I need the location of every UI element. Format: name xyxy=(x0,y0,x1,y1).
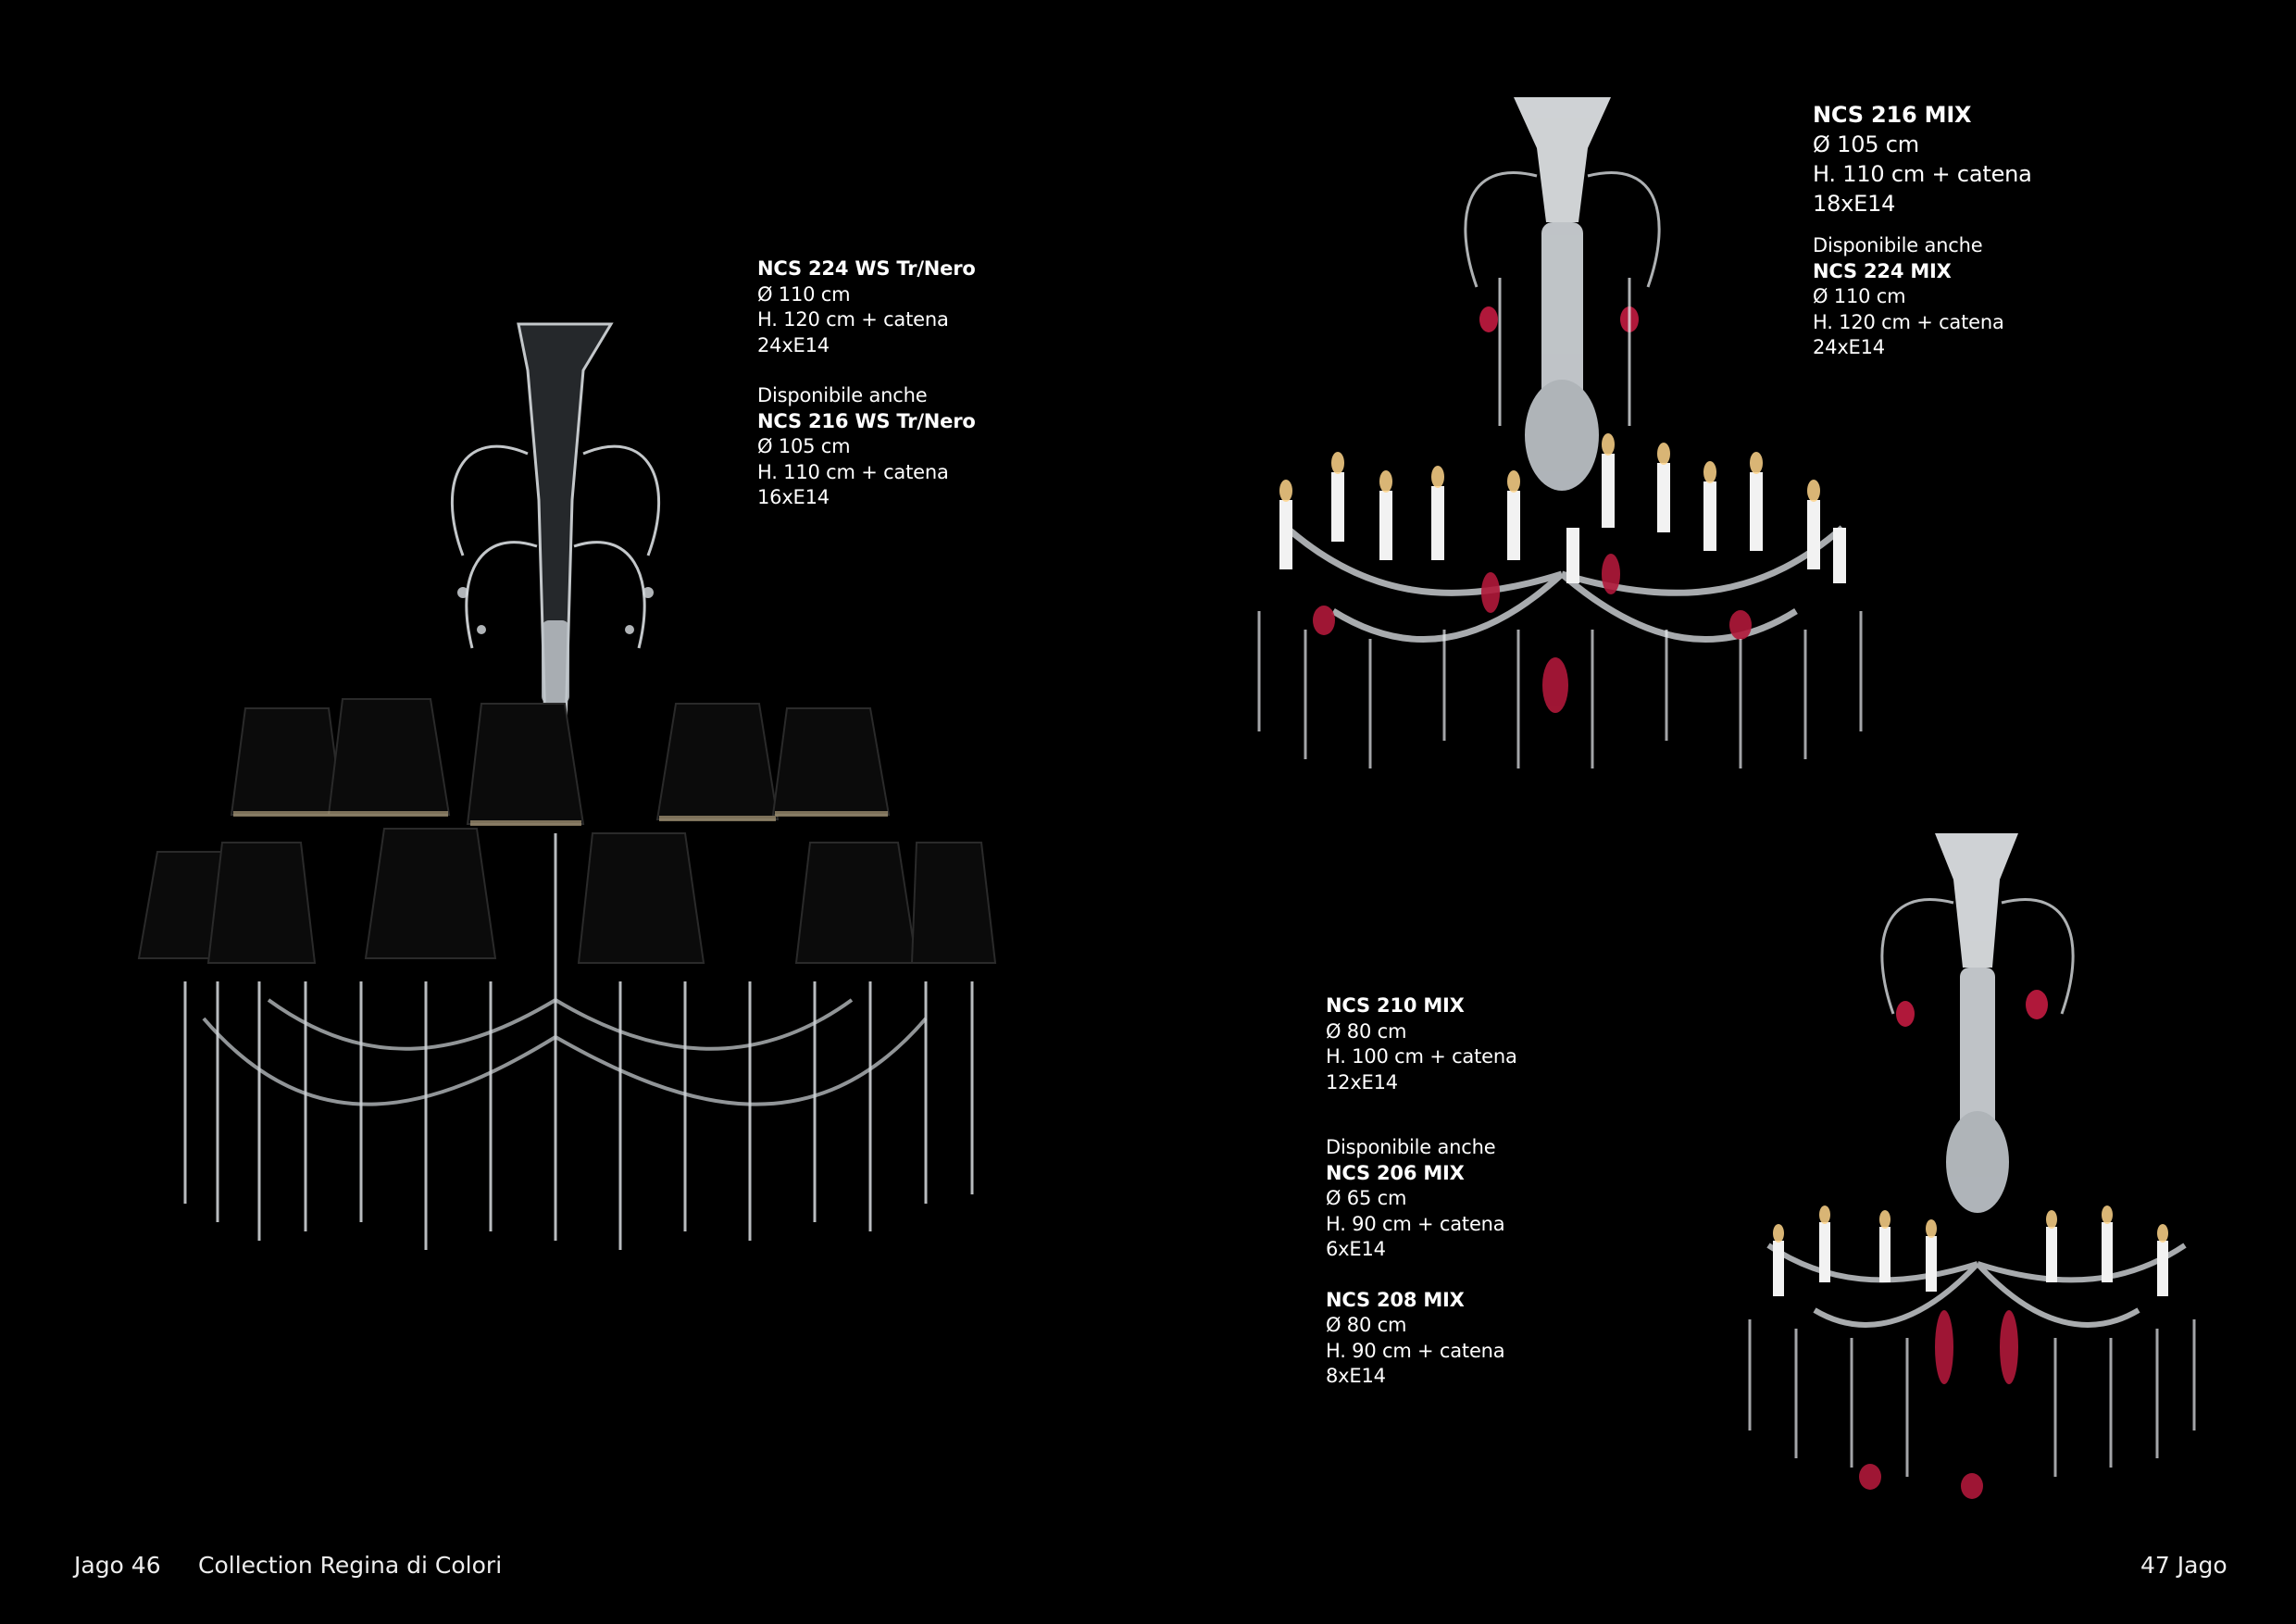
also-available-label: Disponibile anche xyxy=(1326,1136,1496,1158)
chandelier-image-ncs-224-ws xyxy=(137,322,997,1250)
variant-b-bulbs: 8xE14 xyxy=(1326,1365,1386,1387)
variant-a-height: H. 90 cm + catena xyxy=(1326,1212,1505,1235)
height: H. 110 cm + catena xyxy=(1813,161,2032,187)
chandelier-image-ncs-210-mix xyxy=(1748,833,2196,1499)
product-info-ncs-224-ws: NCS 224 WS Tr/Nero Ø 110 cm H. 120 cm + … xyxy=(757,256,976,511)
also-available-label: Disponibile anche xyxy=(757,384,928,406)
footer-collection-title: Collection Regina di Colori xyxy=(198,1552,503,1579)
variant-b-diameter: Ø 80 cm xyxy=(1326,1314,1407,1336)
variant-b-model-name: NCS 208 MIX xyxy=(1326,1288,1465,1311)
variant-model-name: NCS 224 MIX xyxy=(1813,259,1952,282)
product-info-ncs-216-mix: NCS 216 MIX Ø 105 cm H. 110 cm + catena … xyxy=(1813,100,2032,361)
variant-a-bulbs: 6xE14 xyxy=(1326,1238,1386,1260)
height: H. 100 cm + catena xyxy=(1326,1045,1517,1068)
model-name: NCS 210 MIX xyxy=(1326,994,1465,1017)
chandelier-image-ncs-216-mix xyxy=(1257,97,1863,768)
bulbs: 12xE14 xyxy=(1326,1070,1398,1093)
footer-page-number-right: 47 Jago xyxy=(2140,1552,2227,1579)
model-name: NCS 216 MIX xyxy=(1813,102,1972,128)
variant-diameter: Ø 110 cm xyxy=(1813,285,1906,307)
variant-diameter: Ø 105 cm xyxy=(757,435,851,457)
variant-model-name: NCS 216 WS Tr/Nero xyxy=(757,409,976,432)
variant-height: H. 110 cm + catena xyxy=(757,460,949,483)
product-info-ncs-210-mix: NCS 210 MIX Ø 80 cm H. 100 cm + catena 1… xyxy=(1326,993,1517,1390)
bulbs: 24xE14 xyxy=(757,333,830,356)
diameter: Ø 105 cm xyxy=(1813,131,1919,157)
variant-height: H. 120 cm + catena xyxy=(1813,310,2004,333)
footer-page-number-left: Jago 46 xyxy=(74,1552,161,1579)
also-available-label: Disponibile anche xyxy=(1813,234,1983,256)
variant-a-model-name: NCS 206 MIX xyxy=(1326,1161,1465,1184)
model-name: NCS 224 WS Tr/Nero xyxy=(757,257,976,280)
height: H. 120 cm + catena xyxy=(757,308,949,331)
diameter: Ø 80 cm xyxy=(1326,1019,1407,1043)
variant-a-diameter: Ø 65 cm xyxy=(1326,1187,1407,1209)
bulbs: 18xE14 xyxy=(1813,191,1896,217)
variant-bulbs: 24xE14 xyxy=(1813,336,1885,358)
diameter: Ø 110 cm xyxy=(757,282,851,306)
variant-b-height: H. 90 cm + catena xyxy=(1326,1339,1505,1362)
variant-bulbs: 16xE14 xyxy=(757,486,830,508)
